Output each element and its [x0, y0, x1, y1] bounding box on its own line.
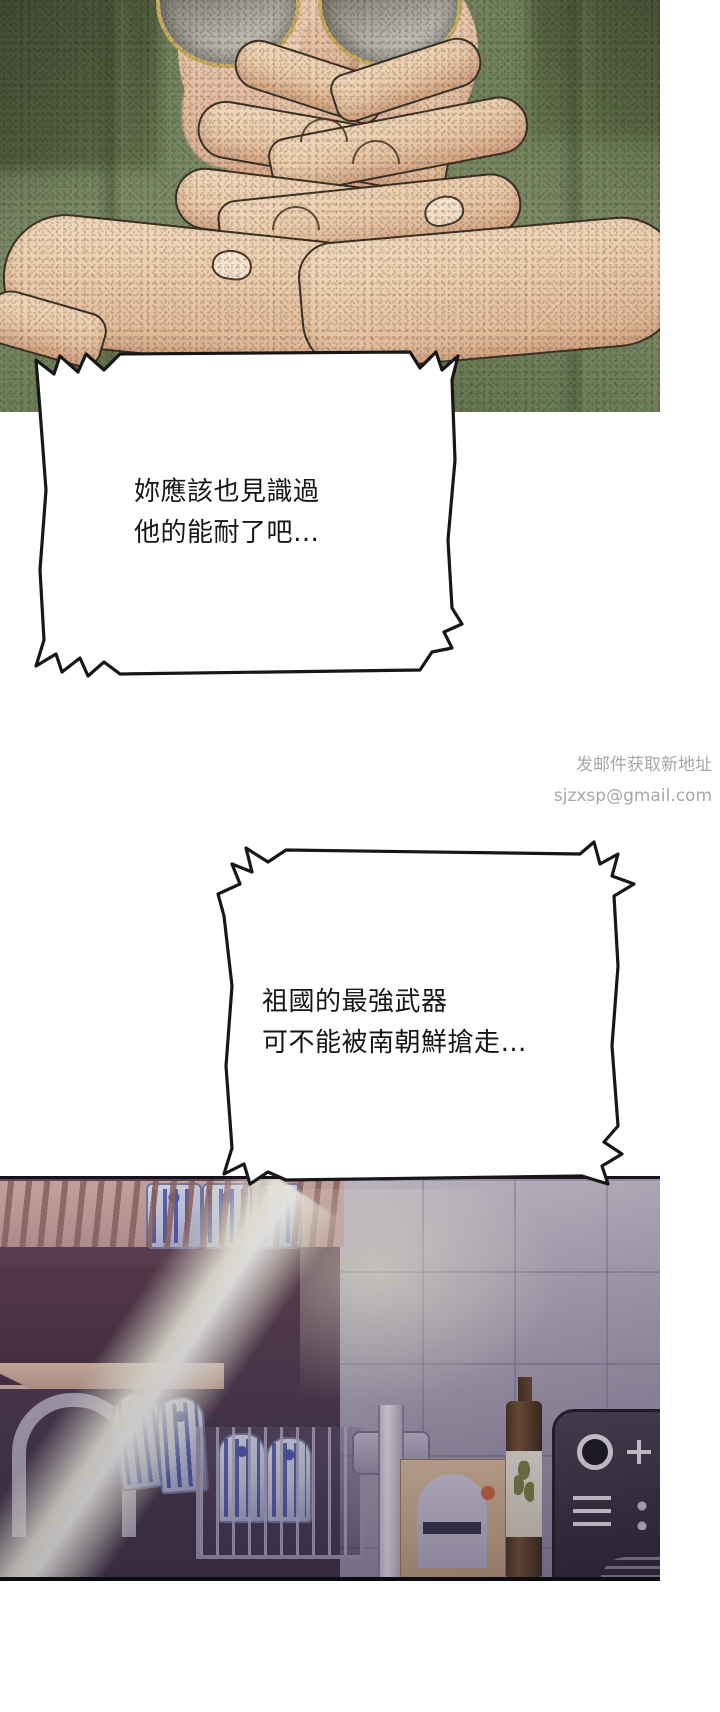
speech-bubble-upper	[34, 350, 464, 678]
power-knob-icon[interactable]	[577, 1434, 613, 1470]
faucet-ribbing	[26, 1407, 122, 1537]
drainer-wire-bars	[200, 1427, 360, 1555]
upper-dish-rack	[0, 1181, 344, 1249]
speech-bubble-upper-text: 妳應該也見識過 他的能耐了吧…	[134, 477, 320, 549]
panel-man-with-crossed-hands	[0, 0, 660, 412]
dish-drainer-basket	[196, 1427, 364, 1559]
watermark-line-1: 发邮件获取新地址	[576, 755, 712, 775]
uniform-shadow-left	[0, 0, 160, 170]
speech-bubble-lower	[216, 840, 636, 1186]
plus-icon[interactable]	[627, 1440, 651, 1464]
uniform-shadow-right	[530, 0, 660, 140]
site-watermark: 发邮件获取新地址 sjzxsp@gmail.com	[554, 750, 712, 813]
appliance-control-panel[interactable]	[552, 1409, 660, 1577]
paper-grain-texture	[0, 0, 660, 412]
speech-bubble-lower-text: 祖國的最強武器 可不能被南朝鮮搶走…	[262, 987, 528, 1059]
lower-cabinet[interactable]	[0, 1265, 224, 1389]
box-arch-graphic	[417, 1474, 487, 1568]
bottle-label	[506, 1451, 542, 1537]
olive-branch-icon	[514, 1461, 534, 1505]
box-logo-dot	[481, 1486, 495, 1500]
appliance-vent-grill	[600, 1557, 660, 1577]
panel-kitchen-interior	[0, 1176, 660, 1581]
watermark-line-2: sjzxsp@gmail.com	[553, 786, 712, 807]
cardboard-box	[400, 1459, 506, 1577]
plate-pattern	[117, 1397, 163, 1485]
rack-slats	[0, 1181, 344, 1247]
menu-lines-icon[interactable]	[573, 1496, 611, 1526]
cabinet-edge	[0, 1363, 224, 1389]
dot-matrix-icon[interactable]	[629, 1496, 660, 1530]
box-label-stripe	[423, 1522, 481, 1534]
